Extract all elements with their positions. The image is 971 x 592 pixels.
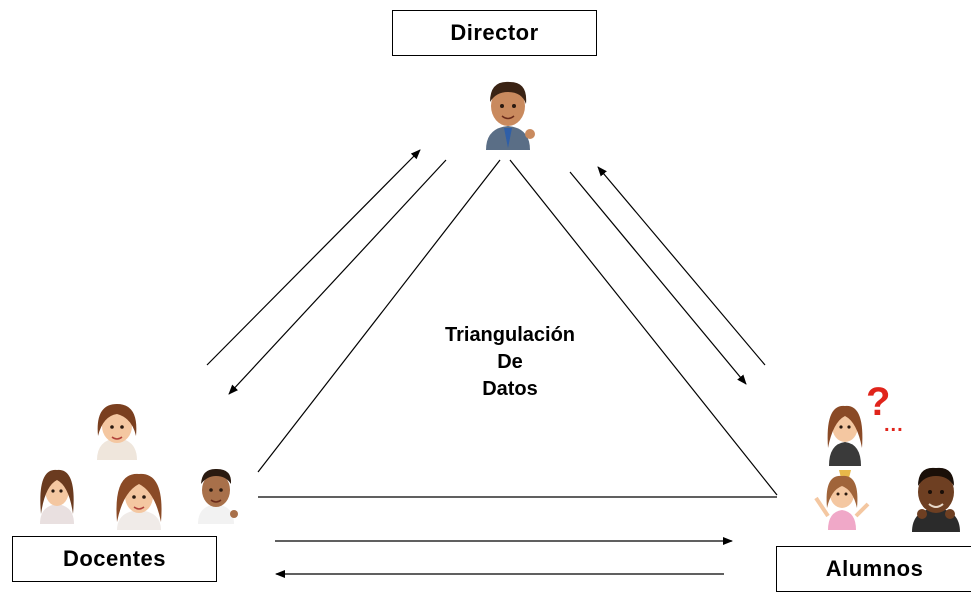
question-mark-icon: ? [866,380,891,424]
center-title-line-3: Datos [482,378,538,400]
director-label: Director [450,20,539,45]
docente-avatar-icon [198,468,238,524]
center-title-line-2: De [497,351,523,373]
alumno-avatar-icon [827,405,863,478]
ellipsis-text: ... [884,414,904,436]
arrow-director-to-docentes [228,159,447,395]
docente-avatar-icon [116,473,162,530]
alumno-avatar-icon [814,475,870,530]
docentes-label: Docentes [62,546,167,571]
director-avatar-icon [486,81,535,150]
docente-avatar-icon [40,469,74,524]
triangle-right-edge [509,159,778,496]
docentes-label-box: Docentes [12,536,217,582]
triangle [257,159,778,498]
docente-avatar-icon [97,404,137,460]
director-label-box: Director [392,10,597,56]
triangle-left-edge [257,159,501,473]
center-title-line-1: Triangulación [444,324,576,346]
alumno-avatar-icon [912,467,960,532]
arrow-alumnos-to-director [597,166,766,366]
arrow-docentes-to-director [206,149,421,366]
arrows [206,149,766,578]
alumnos-label: Alumnos [825,556,924,581]
arrow-director-to-alumnos [569,171,747,385]
center-title: Triangulación De Datos [390,322,630,403]
